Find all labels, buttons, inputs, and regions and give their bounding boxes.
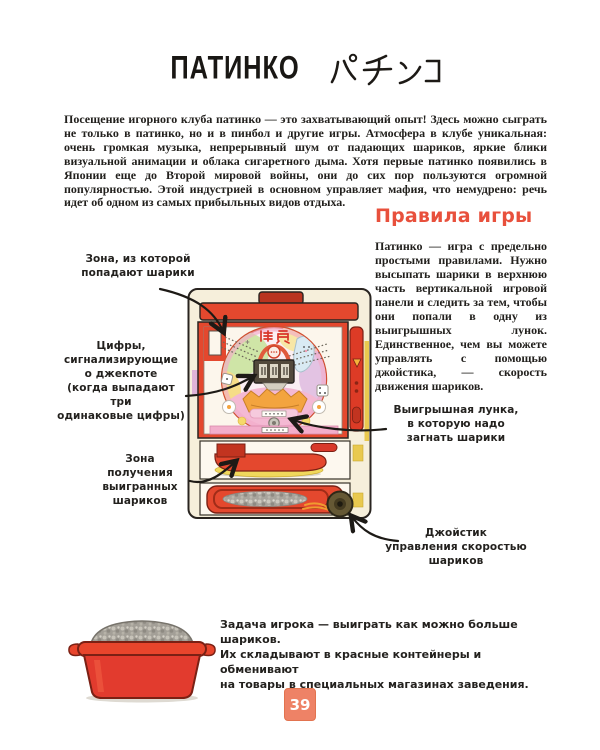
machine-top-bar [199, 302, 359, 321]
rules-body: Патинко — игра с предельно простыми прав… [375, 239, 547, 393]
label-jackpot-digits: Цифры, сигнализирующие о джекпоте (когда… [57, 340, 185, 422]
container-highlight [94, 660, 104, 692]
strip-indicator [352, 358, 362, 368]
container-body [82, 654, 202, 699]
casing-yellow-stripe [364, 341, 369, 441]
container-handle-left [68, 643, 81, 657]
intro-paragraph: Посещение игорного клуба патинко — это з… [64, 112, 547, 210]
rules-section: Правила игры Патинко — игра с предельно … [375, 205, 547, 405]
pachinko-machine-illustration: 勝負 [185, 283, 375, 523]
casing-pink-stripe [192, 370, 198, 395]
machine-top-tab [258, 291, 304, 305]
footer-note: Задача игрока — выиграть как можно больш… [220, 618, 529, 691]
ball-container-illustration [66, 608, 218, 704]
container-rim [77, 641, 207, 657]
page-number-badge: 39 [284, 688, 316, 721]
container-handle-right [203, 643, 216, 657]
kanji-shobu-strokes [260, 330, 290, 344]
label-joystick: Джойстик управления скоростью шариков [385, 527, 527, 567]
page-title: ПАТИНКО パチンコ [0, 44, 600, 94]
label-entry-zone: Зона, из которой попадают шарики [81, 253, 195, 279]
pachinko-machine-drawing [187, 288, 372, 519]
rules-heading: Правила игры [375, 205, 533, 227]
tray-pill [310, 443, 338, 452]
tray-balls [222, 491, 308, 507]
tray-back-block [216, 443, 246, 458]
label-win-tray: Зона получения выигранных шариков [102, 453, 178, 507]
page-number: 39 [289, 695, 311, 714]
joystick-knob [326, 490, 354, 518]
katakana-pachinko-lettering: パチンコ [329, 48, 441, 90]
page-title-text: ПАТИНКО [170, 50, 300, 87]
label-win-pocket: Выигрышная лунка, в которую надо загнать… [393, 404, 519, 444]
ball-container-drawing [68, 620, 216, 703]
ball-entry-zone [208, 330, 222, 356]
katakana-drawing [330, 53, 441, 86]
